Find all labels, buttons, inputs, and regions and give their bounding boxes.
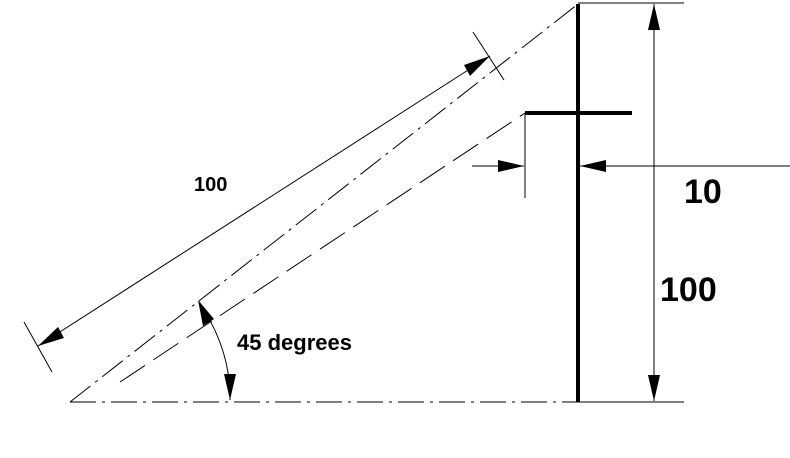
angle-label: 45 degrees: [237, 330, 352, 355]
slant-arrow-top: [464, 56, 490, 76]
offset-label: 10: [684, 173, 722, 211]
slant-centerline: [69, 3, 579, 403]
slant-hidden-line: [119, 112, 526, 383]
offset-arrow-left: [498, 160, 524, 172]
height-arrow-bottom: [648, 375, 660, 401]
offset-arrow-right: [580, 160, 606, 172]
angle-arrow-top: [198, 300, 214, 326]
slant-length-label: 100: [194, 174, 227, 196]
angle-arrow-bottom: [224, 374, 236, 400]
slant-extension-top: [472, 31, 505, 81]
slant-arrow-bottom: [38, 327, 64, 346]
height-label: 100: [660, 271, 717, 309]
height-arrow-top: [648, 4, 660, 30]
slant-extension-bottom: [23, 321, 53, 373]
slant-dimension-line: [37, 55, 491, 347]
